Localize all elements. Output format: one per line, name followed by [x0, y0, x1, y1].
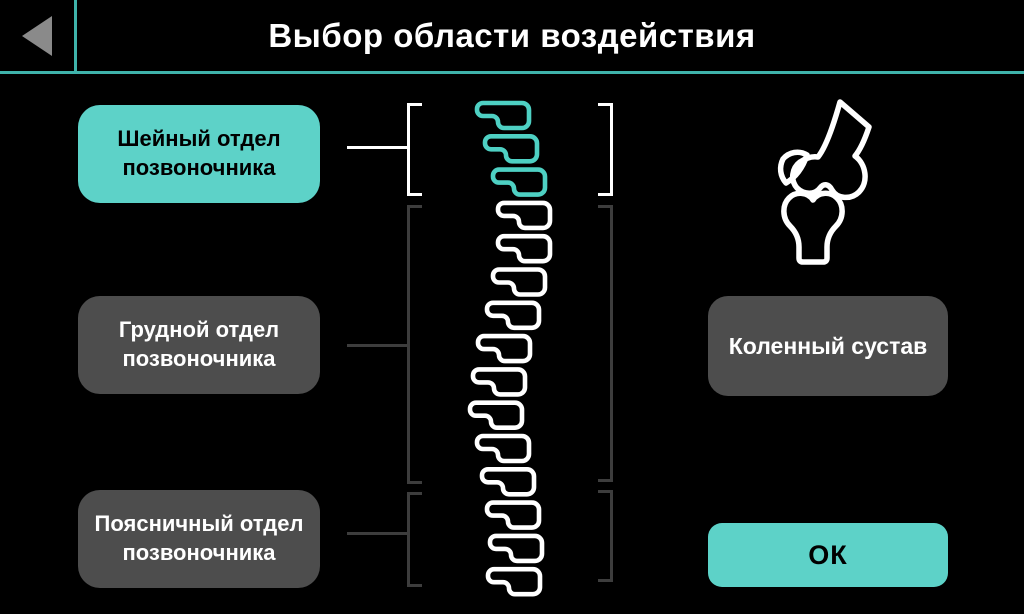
vertebra-cervical-3	[490, 167, 548, 197]
thoracic-connector-line	[347, 344, 409, 347]
thoracic-bracket-right	[598, 205, 613, 482]
thoracic-spine-button[interactable]: Грудной отдел позвоночника	[78, 296, 320, 394]
vertebra-thoracic-1	[495, 200, 553, 231]
vertebra-thoracic-7	[467, 400, 525, 431]
header-divider-vertical	[74, 0, 77, 74]
vertebra-cervical-2	[482, 133, 540, 164]
cervical-connector-line	[347, 146, 409, 149]
vertebra-thoracic-3	[490, 267, 548, 297]
vertebra-thoracic-4	[484, 300, 542, 331]
spine-diagram	[467, 100, 553, 597]
lumbar-bracket-right	[598, 490, 613, 582]
knee-patella-shape	[777, 149, 810, 186]
knee-joint-button[interactable]: Коленный сустав	[708, 296, 948, 396]
ok-button[interactable]: ОК	[708, 523, 948, 587]
knee-tibia-shape	[781, 190, 845, 265]
cervical-bracket-left	[407, 103, 422, 196]
knee-joint-icon	[777, 99, 872, 265]
header-divider-horizontal	[0, 71, 1024, 74]
page-title: Выбор области воздействия	[268, 16, 756, 54]
cervical-spine-button[interactable]: Шейный отдел позвоночника	[78, 105, 320, 203]
vertebra-thoracic-5	[475, 333, 533, 364]
thoracic-bracket-left	[407, 205, 422, 484]
vertebra-thoracic-8	[474, 433, 532, 464]
vertebra-lumbar-3	[485, 566, 543, 597]
vertebra-cervical-1	[474, 100, 532, 131]
lumbar-bracket-left	[407, 492, 422, 587]
vertebra-thoracic-2	[495, 233, 553, 264]
lumbar-spine-button[interactable]: Поясничный отдел позвоночника	[78, 490, 320, 588]
vertebra-lumbar-1	[484, 500, 542, 530]
cervical-bracket-right	[598, 103, 613, 196]
vertebra-lumbar-2	[487, 533, 545, 564]
vertebra-thoracic-6	[470, 367, 528, 397]
back-button[interactable]	[0, 0, 74, 71]
back-arrow-icon	[22, 15, 52, 56]
vertebra-thoracic-9	[479, 466, 537, 497]
knee-femur-shape	[790, 99, 872, 201]
lumbar-connector-line	[347, 532, 409, 535]
header: Выбор области воздействия	[0, 0, 1024, 74]
